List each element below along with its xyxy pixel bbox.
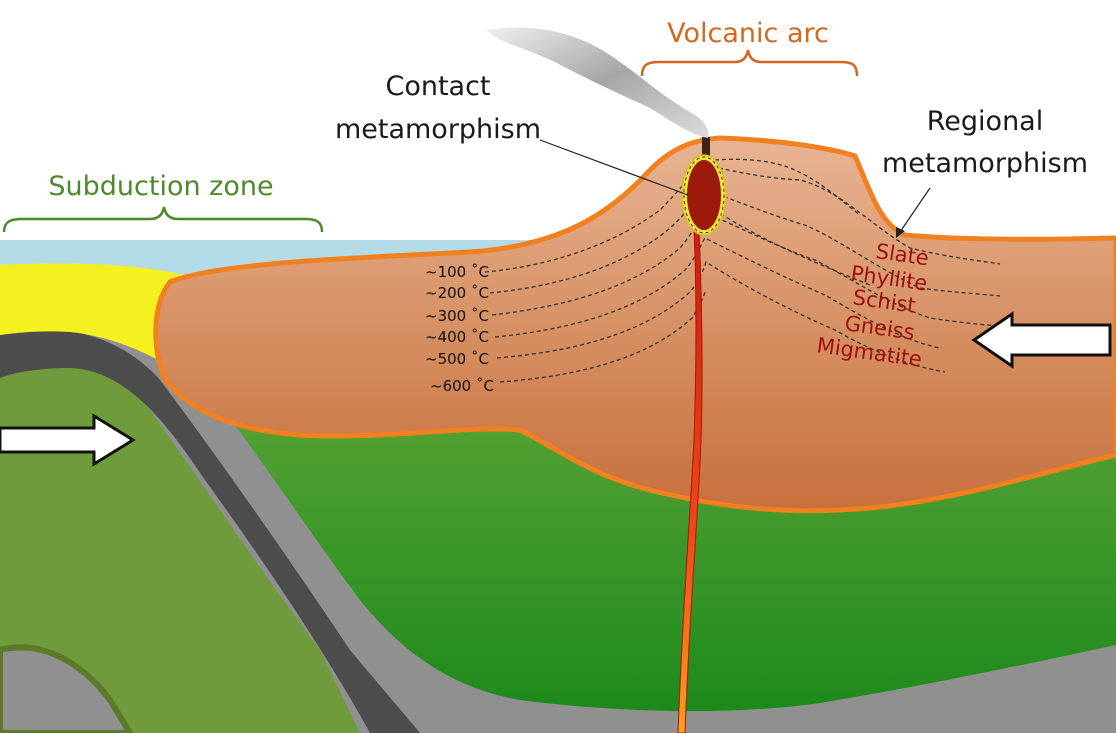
- contact-metamorphism-label-2: metamorphism: [335, 114, 541, 145]
- regional-leader-line: [899, 187, 931, 233]
- push-arrow-left-icon: [971, 311, 1112, 369]
- subducting-plate-base: [0, 644, 134, 733]
- pluton: [687, 160, 721, 230]
- regional-metamorphism-label-1: Regional: [927, 106, 1043, 137]
- volcanic-arc-bracket: [640, 49, 859, 77]
- contact-leader-line: [539, 139, 689, 196]
- isotherm-lines: [484, 158, 1001, 383]
- contact-metamorphism-label-1: Contact: [385, 71, 490, 102]
- oceanic-crust: [0, 329, 420, 733]
- isotherm-label: ~400 ˚C: [425, 328, 489, 346]
- isotherm-label: ~100 ˚C: [425, 263, 489, 281]
- subduction-zone-label: Subduction zone: [48, 171, 273, 202]
- isotherm-label: ~500 ˚C: [425, 350, 489, 368]
- sediment-wedge: [0, 263, 200, 360]
- push-arrow-right-icon: [0, 413, 136, 467]
- magma-conduit: [677, 229, 703, 733]
- volcanic-plume-icon: [486, 27, 709, 139]
- aureole-dash: [683, 156, 725, 234]
- volcanic-arc-label: Volcanic arc: [667, 18, 829, 49]
- isotherm-label: ~300 ˚C: [425, 307, 489, 325]
- isotherm-label: ~200 ˚C: [425, 284, 489, 302]
- subducting-plate: [0, 360, 360, 733]
- regional-leader-arrowhead: [896, 227, 905, 238]
- subduction-zone-bracket: [2, 206, 324, 233]
- isotherm-label: ~600 ˚C: [430, 377, 494, 395]
- volcanic-vent: [702, 137, 710, 165]
- regional-metamorphism-label-2: metamorphism: [882, 148, 1088, 179]
